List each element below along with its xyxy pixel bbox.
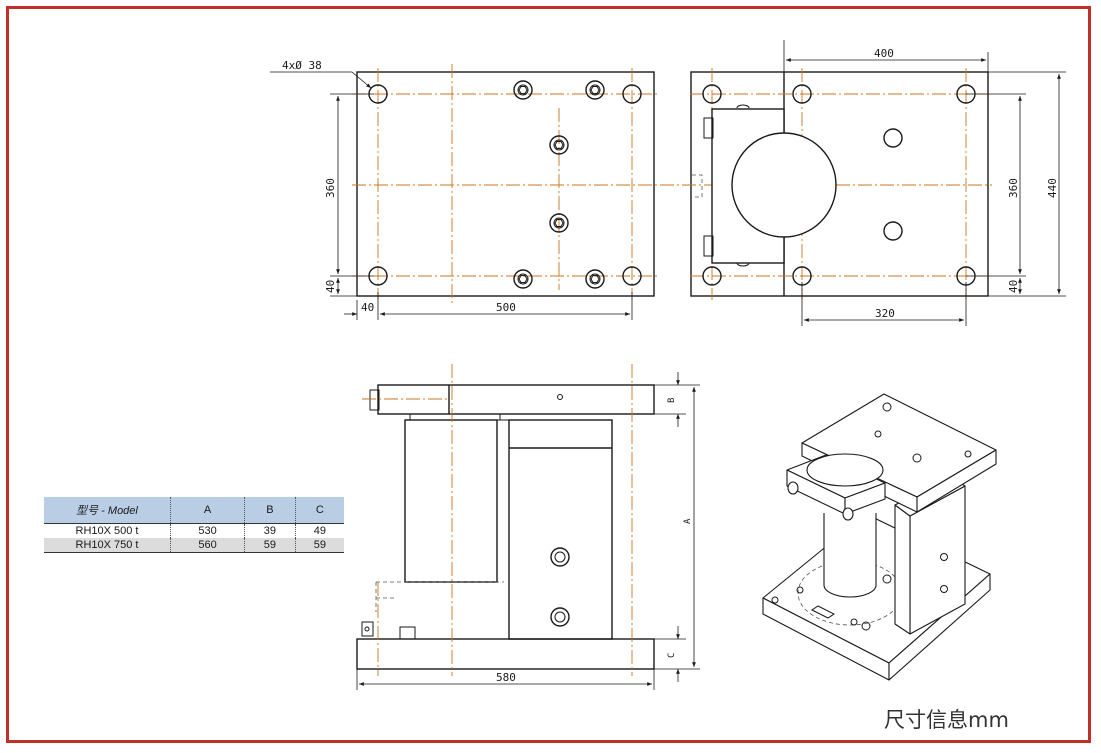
- dim-base-width: 580: [496, 671, 516, 684]
- cell-a: 560: [169, 538, 245, 553]
- cell-c: 59: [294, 538, 344, 553]
- bolt: [549, 213, 569, 233]
- mounting-hole: [622, 266, 642, 286]
- units-caption: 尺寸信息mm: [884, 708, 1009, 732]
- model-dimension-table: 型号 - Model A B C RH10X 500 t 530 39 49 R…: [44, 497, 344, 553]
- dim-right-height: 440: [1046, 178, 1059, 198]
- front-elevation-view: B C A 580: [356, 364, 700, 690]
- cell-a: 530: [169, 523, 245, 538]
- drawing-frame: [6, 6, 1091, 743]
- dim-a-label: A: [683, 518, 693, 524]
- bolt: [585, 80, 605, 100]
- cell-b: 39: [244, 523, 296, 538]
- mounting-hole: [622, 84, 642, 104]
- table-header-row: 型号 - Model A B C: [44, 497, 344, 524]
- dim-hole-span: 360: [324, 178, 337, 198]
- cell-b: 59: [244, 538, 296, 553]
- bolt: [549, 135, 569, 155]
- load-cell-column: [731, 132, 837, 238]
- dim-right-bottom: 320: [875, 307, 895, 320]
- cell-model: RH10X 500 t: [44, 523, 171, 538]
- bottom-plate-plan-view: 400 360 40 440 320: [682, 40, 1066, 326]
- dim-right-edge: 40: [1007, 280, 1020, 293]
- dim-right-top-width: 400: [874, 47, 894, 60]
- header-b: B: [244, 497, 296, 524]
- bolt: [550, 547, 570, 567]
- dim-b-label: B: [667, 398, 677, 403]
- table-row: RH10X 500 t 530 39 49: [44, 523, 344, 538]
- dim-right-span: 360: [1007, 178, 1020, 198]
- bolt: [550, 607, 570, 627]
- bolt: [513, 80, 533, 100]
- header-c: C: [294, 497, 344, 524]
- cell-c: 49: [294, 523, 344, 538]
- bolt: [513, 269, 533, 289]
- header-model: 型号 - Model: [44, 497, 171, 524]
- dim-plate-width: 500: [496, 301, 516, 314]
- header-a: A: [169, 497, 245, 524]
- hole-callout: 4xØ 38: [282, 59, 322, 72]
- bolt: [585, 269, 605, 289]
- cell-model: RH10X 750 t: [44, 538, 171, 553]
- isometric-view: [762, 393, 997, 681]
- dim-c-label: C: [667, 653, 677, 658]
- top-plate-plan-view: 4xØ 38 360 40 40 500: [270, 59, 700, 320]
- table-row: RH10X 750 t 560 59 59: [44, 538, 344, 553]
- dim-edge-offset-horizontal: 40: [361, 301, 374, 314]
- dim-edge-offset-vertical: 40: [324, 280, 337, 293]
